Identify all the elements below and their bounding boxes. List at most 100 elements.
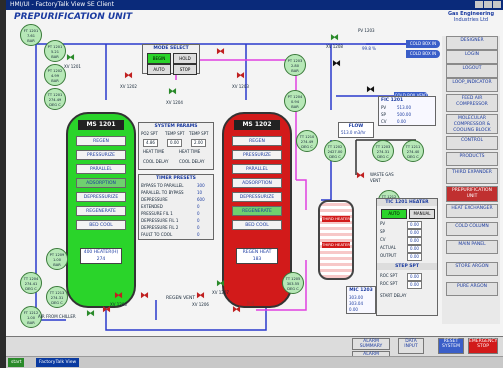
- timer-label: DEPRESSURE: [141, 197, 168, 202]
- valve-icon[interactable]: ⧓: [140, 291, 149, 301]
- tic-row-value[interactable]: 0.00: [407, 229, 422, 237]
- valve-icon[interactable]: ⧓: [232, 305, 241, 315]
- valve-icon[interactable]: ⧓: [236, 71, 245, 81]
- nav-loop-indicator[interactable]: LOOP_INDICATOR: [446, 78, 498, 92]
- valve-icon[interactable]: ⧓: [124, 71, 133, 81]
- flow-value: 513.0 m3/hr: [341, 130, 366, 135]
- nav-third-expander[interactable]: THIRD EXPANDER: [446, 168, 498, 184]
- valve-tag: XV 1202: [120, 84, 137, 89]
- nav-main-panel[interactable]: MAIN PANEL: [446, 240, 498, 254]
- nav-molecular-compressor[interactable]: MOLECULAR COMPRESSOR & COOLING BLOCK: [446, 114, 498, 134]
- nav-pure-argon[interactable]: PURE ARGON: [446, 282, 498, 296]
- tic-step-value[interactable]: 0.00: [407, 281, 422, 289]
- system-param-value[interactable]: 2.00: [191, 139, 206, 147]
- gauge-tag: FT 1201: [23, 29, 39, 33]
- vessel-ms1202[interactable]: MS 1202 REGEN PRESSURIZE PARALLEL ADSORP…: [222, 112, 292, 308]
- nav-cold-column[interactable]: COLD COLUMN: [446, 222, 498, 236]
- nav-store-argon[interactable]: STORE ARGON: [446, 262, 498, 276]
- valve-icon[interactable]: ⧓: [216, 279, 225, 289]
- valve-icon[interactable]: ⧓: [216, 47, 225, 57]
- close-button[interactable]: [493, 1, 501, 8]
- gauge-tag: TT 1210: [299, 135, 315, 139]
- valve-icon[interactable]: ⧓: [66, 53, 75, 63]
- emergency-stop-button[interactable]: EMERGENCY STOP: [468, 338, 498, 354]
- valve-icon[interactable]: ⧓: [196, 291, 205, 301]
- minimize-button[interactable]: [475, 1, 483, 8]
- mode-begin-button[interactable]: BEGIN: [147, 53, 171, 64]
- timer-value[interactable]: 600: [197, 197, 205, 202]
- start-button[interactable]: start: [8, 358, 25, 367]
- valve-icon[interactable]: ⧓: [246, 299, 255, 309]
- valve-icon[interactable]: ⧓: [366, 85, 375, 95]
- gauge-tag: TT 1204: [23, 277, 39, 281]
- heater-vessel[interactable]: THIRD HEATER THIRD HEATER: [318, 200, 354, 280]
- vessel-ms1201-step: PRESSURIZE: [76, 150, 126, 160]
- tic-auto-button[interactable]: AUTO: [381, 209, 407, 219]
- valve-icon[interactable]: ⧓: [330, 33, 339, 43]
- mode-hold-button[interactable]: HOLD: [173, 53, 197, 64]
- nav-heat-exchanger[interactable]: HEAT EXCHANGER: [446, 204, 498, 218]
- valve-icon[interactable]: ⧓: [102, 305, 111, 315]
- reset-system-button[interactable]: RESET SYSTEM: [438, 338, 464, 354]
- vessel-ms1201[interactable]: MS 1201 REGEN PRESSURIZE PARALLEL ADSORP…: [66, 112, 136, 308]
- mode-auto-button[interactable]: AUTO: [147, 64, 171, 75]
- timer-value[interactable]: 0: [197, 218, 200, 223]
- timer-value[interactable]: 0: [197, 225, 200, 230]
- timer-value[interactable]: 300: [197, 183, 205, 188]
- vessel-ms1201-step: DEPRESSURIZE: [76, 192, 126, 202]
- data-input-button[interactable]: DATA INPUT: [398, 338, 424, 354]
- nav-products[interactable]: PRODUCTS: [446, 152, 498, 166]
- tic-step-title: STEP SPT: [377, 263, 437, 270]
- mic-panel[interactable]: MIC 1203 303.00 303.04 0.00: [346, 286, 376, 314]
- valve-icon[interactable]: ⧓: [356, 171, 365, 181]
- nav-designer[interactable]: DESIGNER: [446, 36, 498, 50]
- fic-panel[interactable]: FIC 1201 PV 513.00 SP 500.00 CV 0.00: [378, 96, 436, 126]
- system-param-label: COOL DELAY: [143, 159, 169, 164]
- timer-value[interactable]: 0: [197, 211, 200, 216]
- timer-value[interactable]: 0: [197, 232, 200, 237]
- system-param-value[interactable]: 0.00: [167, 139, 182, 147]
- taskbar-item[interactable]: FactoryTalk View: [36, 358, 80, 367]
- valve-tag: XV 1207: [212, 290, 229, 295]
- alarm-summary-button[interactable]: ALARM SUMMARY: [352, 338, 390, 350]
- timer-value[interactable]: 10: [197, 190, 203, 195]
- gauge-tag: PT 1201: [47, 45, 63, 49]
- tic-manual-button[interactable]: MANUAL: [409, 209, 435, 219]
- dest-cold-box-in-2[interactable]: COLD BOX IN: [406, 50, 440, 58]
- nav-feed-air-compressor[interactable]: FEED AIR COMPRESSOR: [446, 94, 498, 112]
- nav-logout[interactable]: LOGOUT: [446, 64, 498, 78]
- valve-icon[interactable]: ⧓: [114, 291, 123, 301]
- valve-icon[interactable]: ⧓: [168, 87, 177, 97]
- dest-cold-box-in[interactable]: COLD BOX IN: [406, 40, 440, 48]
- mode-stop-button[interactable]: STOP: [173, 64, 197, 75]
- timer-value[interactable]: 0: [197, 204, 200, 209]
- heater-label: THIRD HEATER: [322, 216, 350, 222]
- fic-title: FIC 1201: [381, 98, 404, 103]
- valve-icon[interactable]: ⧓: [86, 309, 95, 319]
- maximize-button[interactable]: [484, 1, 492, 8]
- valve-icon[interactable]: ⧓: [332, 59, 341, 69]
- nav-login[interactable]: LOGIN: [446, 50, 498, 64]
- fic-sp[interactable]: 500.00: [397, 112, 411, 117]
- tic-step-value[interactable]: 0.00: [407, 273, 422, 281]
- vessel-ms1202-step: PRESSURIZE: [232, 150, 282, 160]
- system-param-value[interactable]: 4.86: [143, 139, 158, 147]
- nav-prepurification-unit[interactable]: PREPURIFICATION UNIT: [446, 186, 498, 202]
- mic-sp[interactable]: 303.04: [349, 301, 363, 306]
- nav-control[interactable]: CONTROL: [446, 136, 498, 150]
